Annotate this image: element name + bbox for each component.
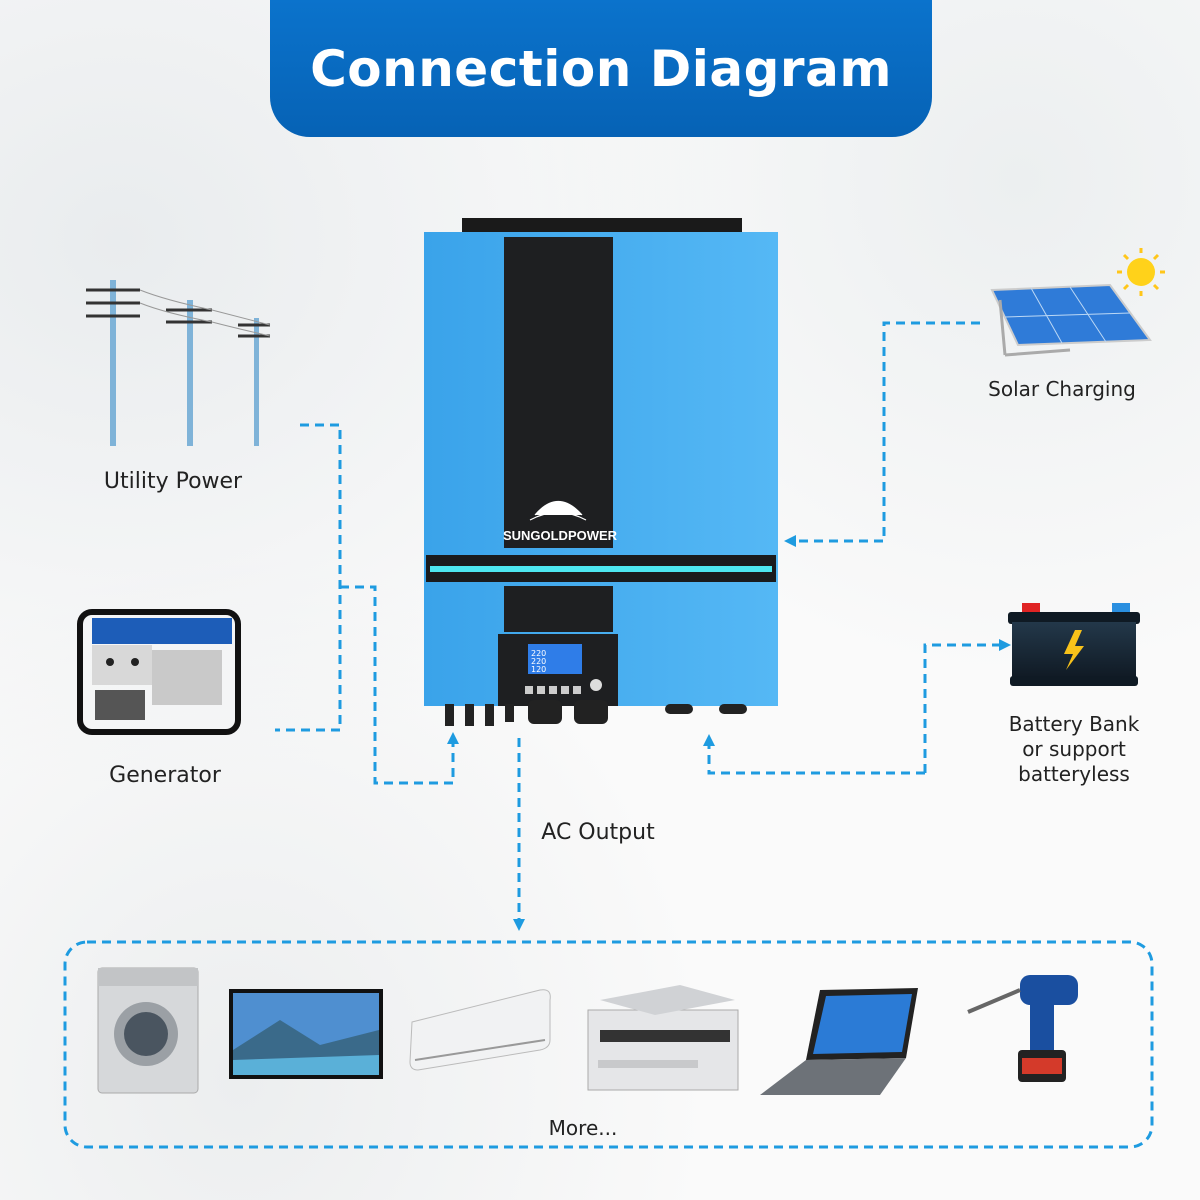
inverter: SUNGOLDPOWER 220 220 120 — [424, 218, 778, 726]
solar-panel-icon — [990, 283, 1152, 357]
solar-charging-label: Solar Charging — [988, 377, 1136, 401]
battery-icon — [1008, 603, 1140, 686]
battery-label-line: batteryless — [1018, 762, 1130, 786]
utility-line — [275, 423, 342, 732]
battery-bank-label: Battery Bank or support batteryless — [1009, 712, 1140, 787]
power-switch — [590, 679, 602, 691]
page-title: Connection Diagram — [310, 39, 892, 98]
sun-icon — [1117, 248, 1165, 296]
lcd-screen — [528, 644, 582, 674]
svg-text:220: 220 — [531, 657, 546, 666]
svg-text:120: 120 — [531, 665, 546, 674]
sun-logo-icon — [529, 500, 587, 521]
ac-input-line — [340, 585, 459, 785]
battery-label-line: Battery Bank — [1008, 712, 1140, 736]
laptop-icon — [760, 988, 918, 1095]
appliances-box — [63, 940, 1154, 1149]
battery-label-line: or support — [1022, 737, 1126, 761]
connector-lines — [63, 321, 1154, 1149]
more-label: More... — [548, 1116, 618, 1140]
solar-line — [784, 321, 980, 547]
lightning-icon — [1064, 630, 1084, 670]
generator-icon — [77, 609, 241, 735]
generator-label: Generator — [109, 763, 221, 788]
air-conditioner-icon — [409, 989, 551, 1071]
brand-logo: SUNGOLDPOWER — [503, 528, 618, 543]
title-banner: Connection Diagram — [270, 0, 932, 137]
power-drill-icon — [967, 975, 1078, 1082]
ac-output-label: AC Output — [541, 820, 655, 845]
washing-machine-icon — [97, 967, 199, 1094]
utility-power-label: Utility Power — [103, 469, 243, 494]
svg-text:220: 220 — [531, 649, 546, 658]
tv-icon — [229, 989, 383, 1079]
battery-line-to-inverter — [703, 734, 925, 775]
utility-poles-icon — [86, 280, 271, 446]
battery-line-to-battery — [923, 639, 1011, 773]
printer-icon — [587, 985, 739, 1091]
